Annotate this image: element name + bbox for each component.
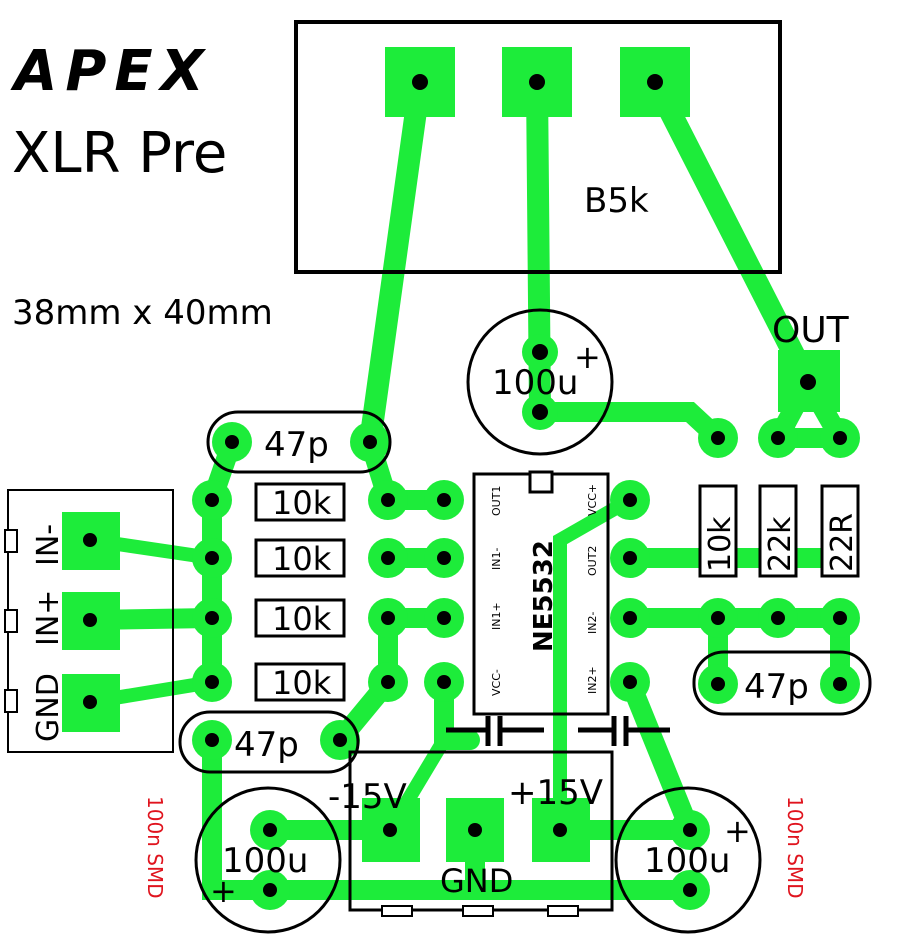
e-cap-right-plus: +	[724, 812, 751, 850]
ic-pin-out2: OUT2	[586, 546, 599, 576]
input-label-gnd: GND	[31, 673, 66, 742]
drill-holes	[83, 74, 847, 897]
resistor-body	[820, 484, 860, 578]
ic-pin-in2-neg: IN2-	[586, 612, 599, 634]
board-size: 38mm x 40mm	[12, 293, 273, 333]
resistor-5-value: 10k	[703, 516, 738, 572]
ic-pin-in1-pos: IN1+	[490, 602, 503, 630]
e-cap-right-value: 100u	[644, 841, 730, 881]
resistor-6-value: 22k	[763, 516, 798, 572]
resistor-2-value: 10k	[272, 540, 332, 578]
resistor-3-value: 10k	[272, 600, 332, 638]
power-pos-label: +15V	[508, 773, 603, 813]
e-cap-left-outline	[194, 786, 342, 934]
cap-right-outline	[692, 650, 872, 716]
cap-left-outline	[178, 710, 360, 774]
resistor-body	[254, 662, 346, 702]
e-cap-top-value: 100u	[492, 363, 578, 403]
resistor-body	[254, 538, 346, 578]
resistor-4-value: 10k	[272, 664, 332, 702]
resistor-body	[254, 598, 346, 638]
ic-pin-in2-pos: IN2+	[586, 666, 599, 694]
e-cap-top-outline	[466, 308, 614, 456]
silkscreen	[4, 20, 872, 934]
cap-right-value: 47p	[744, 667, 809, 707]
smd-cap-right	[578, 716, 670, 746]
pot-outline	[294, 20, 782, 274]
ic-pin-in1-neg: IN1-	[490, 548, 503, 570]
smd-note-left: 100n SMD	[143, 796, 167, 899]
e-cap-top-plus: +	[574, 338, 601, 376]
brand-logo: APEX	[10, 39, 212, 104]
ic-notch	[528, 470, 554, 494]
input-label-in-neg: IN-	[31, 524, 66, 566]
smd-cap-left	[446, 716, 544, 746]
ic-pin-out1: OUT1	[490, 486, 503, 516]
labels: APEX XLR Pre 38mm x 40mm B5k OUT 100u + …	[10, 39, 860, 910]
e-cap-right-outline	[614, 786, 762, 934]
e-cap-left-plus: +	[210, 872, 237, 910]
out-label: OUT	[772, 310, 850, 351]
e-cap-left-value: 100u	[222, 841, 308, 881]
pot-label: B5k	[584, 181, 649, 221]
ic-pin-vcc-pos: VCC+	[586, 484, 599, 516]
power-gnd-label: GND	[440, 862, 513, 900]
board-title: XLR Pre	[12, 121, 227, 186]
power-neg-label: -15V	[328, 777, 407, 817]
cap-top-value: 47p	[264, 425, 329, 465]
smd-note-right: 100n SMD	[783, 796, 807, 899]
ic-name: NE5532	[529, 540, 559, 652]
resistor-body	[758, 484, 798, 578]
resistor-1-value: 10k	[272, 484, 332, 522]
ic-pin-vcc-neg: VCC-	[490, 669, 503, 696]
resistor-7-value: 22R	[825, 513, 860, 572]
resistor-body	[698, 484, 738, 578]
cap-top-outline	[206, 410, 392, 474]
input-label-in-pos: IN+	[31, 590, 66, 646]
cap-left-value: 47p	[234, 725, 299, 765]
resistor-body	[254, 482, 346, 522]
